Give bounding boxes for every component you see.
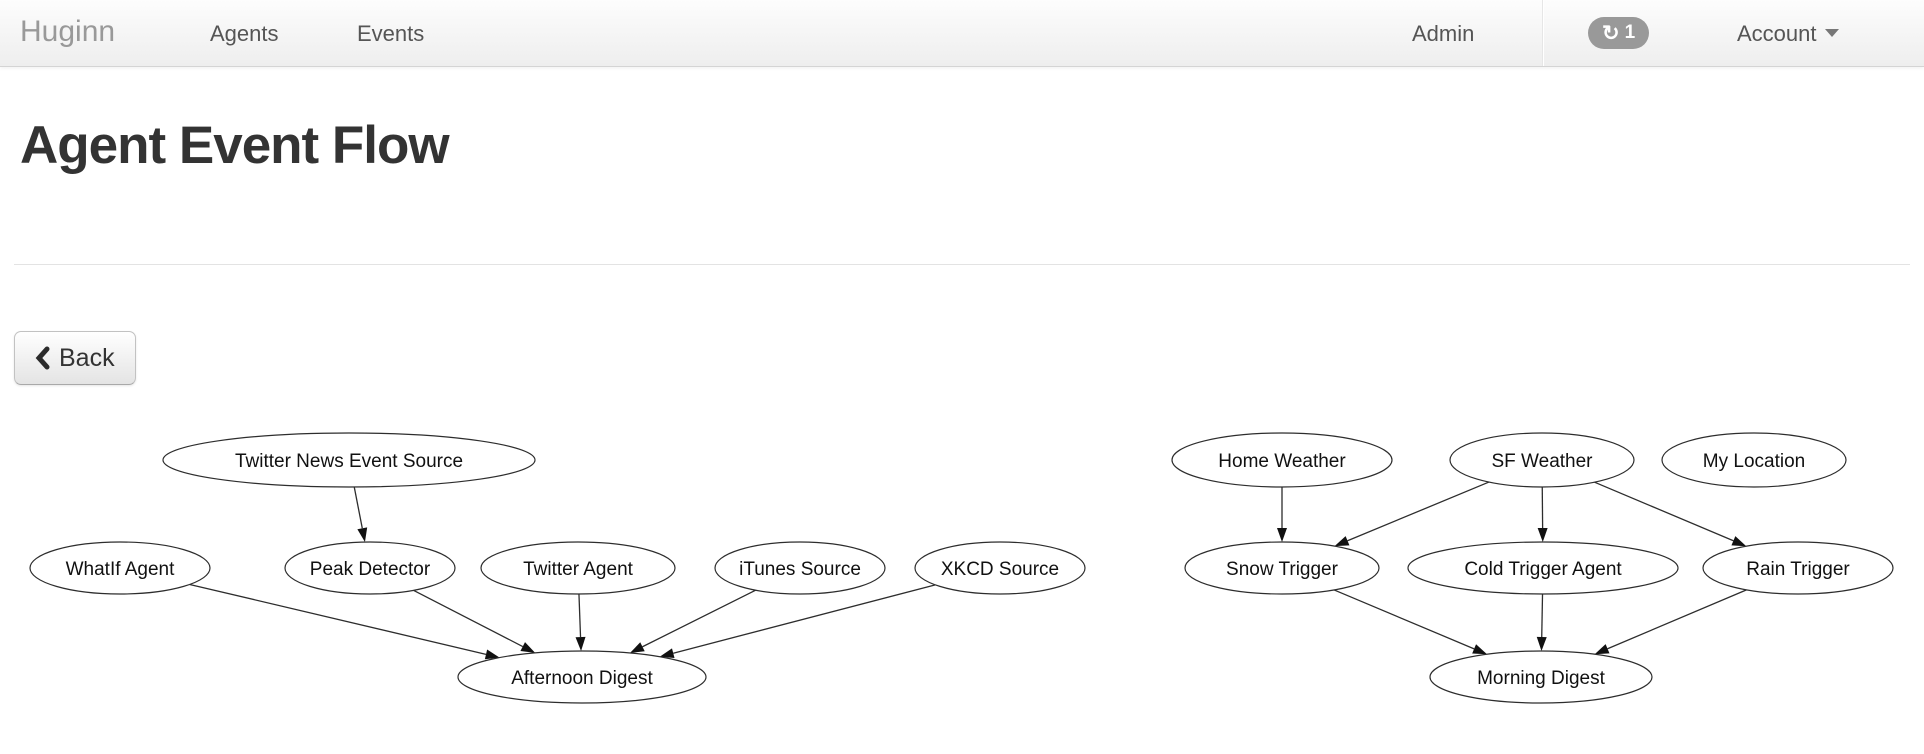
- graph-node-label: My Location: [1703, 451, 1805, 472]
- graph-arrowhead: [629, 642, 645, 654]
- graph-node-ellipse: [1702, 541, 1894, 595]
- graph-node-label: Snow Trigger: [1226, 559, 1339, 580]
- graph-node-twitter_news: Twitter News Event Source: [162, 432, 536, 488]
- graph-node-label: SF Weather: [1491, 451, 1593, 472]
- graph-node-ellipse: [480, 541, 676, 595]
- graph-node-ellipse: [914, 541, 1086, 595]
- diagram-svg: Twitter News Event Source Home Weather SF …: [29, 432, 1894, 704]
- graph-node-label: Morning Digest: [1477, 668, 1605, 689]
- graph-node-ellipse: [29, 541, 211, 595]
- graph-node-ellipse: [284, 541, 456, 595]
- graph-node-ellipse: [1661, 432, 1847, 488]
- graph-arrowhead: [1594, 644, 1610, 655]
- graph-node-whatif: WhatIf Agent: [29, 541, 211, 595]
- graph-node-label: Home Weather: [1218, 451, 1346, 472]
- job-count: 1: [1624, 22, 1636, 43]
- graph-edge-sf_weather-to-snow: [1347, 481, 1490, 542]
- back-button[interactable]: Back: [14, 331, 136, 385]
- graph-node-label: Peak Detector: [310, 559, 431, 580]
- graph-node-ellipse: [1449, 432, 1635, 488]
- graph-arrowhead: [1537, 527, 1548, 543]
- graph-node-itunes: iTunes Source: [714, 541, 886, 595]
- graph-node-cold: Cold Trigger Agent: [1407, 541, 1679, 595]
- agent-event-flow-diagram: Twitter News Event Source Home Weather SF …: [0, 415, 1924, 745]
- graph-node-my_location: My Location: [1661, 432, 1847, 488]
- nav-item-admin[interactable]: Admin: [1412, 21, 1475, 46]
- graph-arrowhead: [520, 642, 536, 653]
- graph-edge-snow-to-morning: [1333, 589, 1475, 650]
- navbar-divider: [1542, 0, 1543, 66]
- graph-node-peak: Peak Detector: [284, 541, 456, 595]
- graph-node-ellipse: [714, 541, 886, 595]
- graph-edge-rain-to-morning: [1607, 589, 1747, 650]
- graph-arrowhead: [575, 636, 586, 652]
- graph-edge-whatif-to-afternoon: [189, 583, 487, 655]
- chevron-left-icon: [35, 346, 50, 370]
- graph-node-xkcd: XKCD Source: [914, 541, 1086, 595]
- caret-down-icon: [1824, 29, 1839, 37]
- navbar: Huginn Agents Events Admin ↻ 1 Account: [0, 0, 1924, 67]
- graph-node-label: XKCD Source: [941, 559, 1059, 580]
- graph-node-label: Afternoon Digest: [511, 668, 653, 689]
- nav-item-account[interactable]: Account: [1737, 21, 1839, 47]
- nav-item-agents[interactable]: Agents: [210, 21, 279, 46]
- back-button-label: Back: [59, 343, 115, 372]
- graph-node-ellipse: [1407, 541, 1679, 595]
- graph-node-ellipse: [1171, 432, 1393, 488]
- graph-arrowhead: [659, 648, 675, 659]
- graph-edge-itunes-to-afternoon: [642, 589, 756, 648]
- graph-arrowhead: [357, 527, 368, 543]
- graph-arrowhead: [484, 649, 500, 660]
- graph-node-snow: Snow Trigger: [1184, 541, 1380, 595]
- graph-arrowhead: [1536, 636, 1547, 652]
- graph-node-morning: Morning Digest: [1429, 650, 1653, 704]
- page-title: Agent Event Flow: [20, 116, 450, 175]
- graph-node-afternoon: Afternoon Digest: [457, 650, 707, 704]
- graph-node-rain: Rain Trigger: [1702, 541, 1894, 595]
- graph-node-label: Twitter News Event Source: [235, 451, 463, 472]
- job-queue-badge[interactable]: ↻ 1: [1588, 17, 1650, 49]
- graph-node-ellipse: [457, 650, 707, 704]
- graph-arrowhead: [1731, 536, 1747, 547]
- graph-node-ellipse: [162, 432, 536, 488]
- graph-node-ellipse: [1184, 541, 1380, 595]
- graph-node-label: Rain Trigger: [1746, 559, 1850, 580]
- refresh-icon: ↻: [1602, 21, 1620, 45]
- graph-edge-peak-to-afternoon: [413, 589, 524, 648]
- graph-arrowhead: [1472, 644, 1488, 655]
- header-divider: [14, 264, 1910, 265]
- graph-node-label: Cold Trigger Agent: [1464, 559, 1622, 580]
- graph-arrowhead: [1334, 536, 1350, 547]
- graph-edge-xkcd-to-afternoon: [673, 584, 936, 654]
- graph-node-label: iTunes Source: [739, 559, 861, 580]
- graph-node-sf_weather: SF Weather: [1449, 432, 1635, 488]
- graph-edge-cold-to-morning: [1541, 593, 1544, 638]
- graph-edge-twitter_agent-to-afternoon: [578, 593, 582, 638]
- account-label: Account: [1737, 21, 1817, 46]
- graph-node-home_weather: Home Weather: [1171, 432, 1393, 488]
- graph-node-label: Twitter Agent: [523, 559, 634, 580]
- brand-link[interactable]: Huginn: [20, 15, 116, 48]
- graph-node-ellipse: [1429, 650, 1653, 704]
- graph-node-label: WhatIf Agent: [66, 559, 176, 580]
- graph-edge-sf_weather-to-rain: [1594, 481, 1734, 542]
- nav-item-events[interactable]: Events: [357, 21, 425, 46]
- graph-arrowhead: [1277, 528, 1287, 542]
- graph-node-twitter_agent: Twitter Agent: [480, 541, 676, 595]
- graph-edge-twitter_news-to-peak: [353, 486, 363, 529]
